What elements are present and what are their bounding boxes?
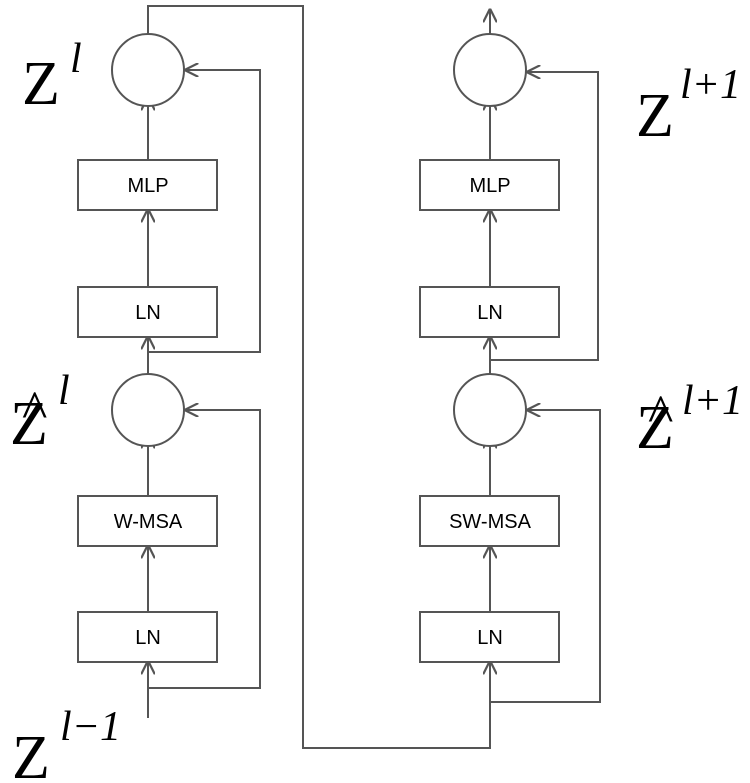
zhat-l-plus-1-hat: ^	[648, 384, 673, 444]
right-add-circle-top	[453, 33, 527, 107]
right-ln-bottom-box	[419, 611, 560, 663]
label-z-l: Z l	[22, 36, 82, 118]
left-column: LN W-MSA LN MLP	[77, 33, 261, 718]
left-mlp-label: MLP	[127, 175, 168, 197]
left-mlp-box	[77, 159, 218, 211]
z-l-plus-1-sup: l+1	[680, 62, 741, 108]
zhat-l-plus-1-sup: l+1	[682, 378, 743, 424]
left-ln-bottom-label: LN	[135, 627, 161, 649]
label-zhat-l: ^ Z l	[10, 368, 70, 458]
z-l-plus-1-base: Z	[636, 82, 674, 150]
right-swmsa-box	[419, 495, 560, 547]
z-l-minus-1-sup: l−1	[60, 704, 121, 750]
zhat-l-plus-1-base: Z	[636, 394, 674, 462]
left-add-circle-top	[111, 33, 185, 107]
zhat-l-sup: l	[58, 368, 70, 414]
left-residual-1	[148, 410, 261, 689]
left-wmsa-box	[77, 495, 218, 547]
left-ln-top-label: LN	[135, 302, 161, 324]
label-z-l-minus-1: Z l−1	[12, 704, 121, 783]
z-l-minus-1-base: Z	[12, 724, 50, 783]
label-z-l-plus-1: Z l+1	[636, 62, 741, 150]
zhat-l-hat: ^	[22, 380, 47, 440]
right-ln-bottom-label: LN	[477, 627, 503, 649]
inter-block-connector	[147, 5, 490, 749]
z-l-sup: l	[70, 36, 82, 82]
left-add-circle-bottom	[111, 373, 185, 447]
right-ln-top-label: LN	[477, 302, 503, 324]
right-residual-2	[490, 72, 599, 361]
zhat-l-base: Z	[10, 390, 48, 458]
right-swmsa-label: SW-MSA	[449, 511, 532, 533]
right-ln-top-box	[419, 286, 560, 338]
label-zhat-l-plus-1: ^ Z l+1	[636, 378, 743, 462]
right-add-circle-bottom	[453, 373, 527, 447]
z-l-base: Z	[22, 50, 60, 118]
left-ln-bottom-box	[77, 611, 218, 663]
left-residual-2	[148, 70, 261, 353]
right-mlp-box	[419, 159, 560, 211]
right-mlp-label: MLP	[469, 175, 510, 197]
right-residual-1	[490, 410, 601, 703]
left-ln-top-box	[77, 286, 218, 338]
right-column: LN SW-MSA LN MLP	[419, 10, 601, 703]
left-wmsa-label: W-MSA	[114, 511, 183, 533]
